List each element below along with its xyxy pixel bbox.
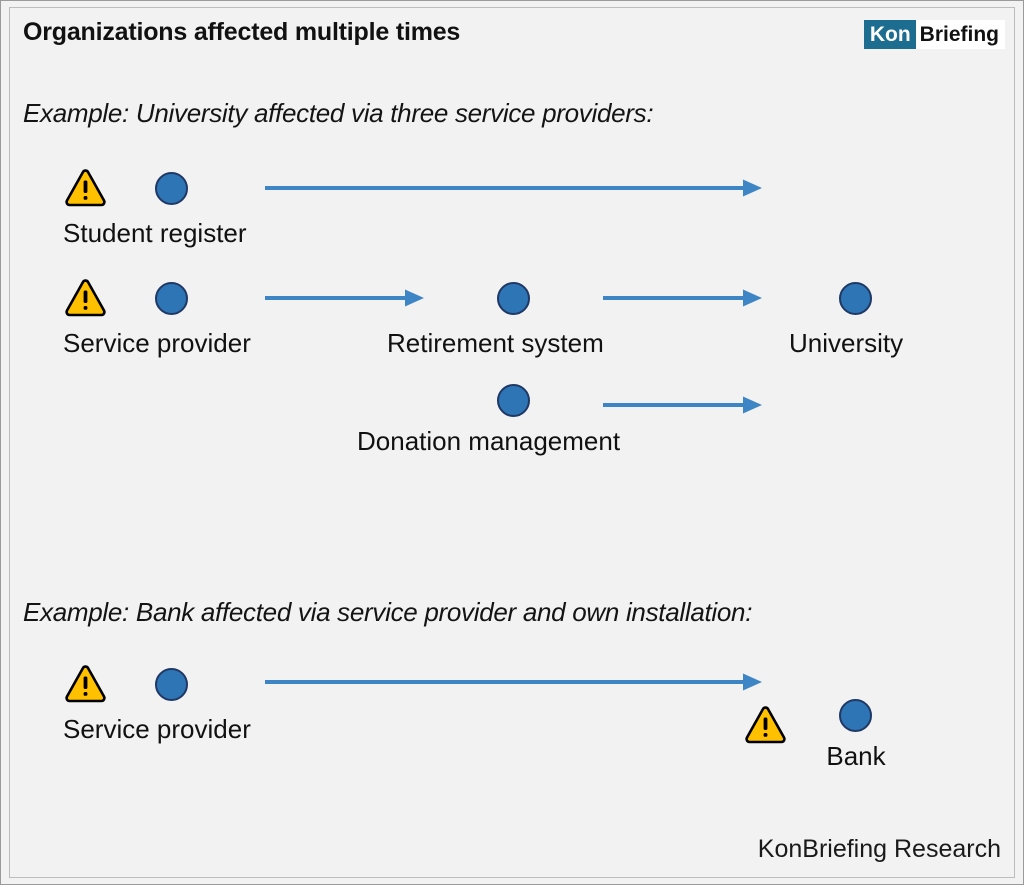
logo-briefing-text: Briefing bbox=[915, 20, 1005, 49]
node-label-service-provider-1: Service provider bbox=[63, 328, 251, 358]
logo-kon-text: Kon bbox=[863, 20, 916, 49]
node-retirement-system: Retirement system bbox=[387, 277, 639, 356]
arrow-student-register-to-university bbox=[265, 178, 763, 198]
node-label-retirement-system: Retirement system bbox=[387, 328, 604, 358]
circle-icon bbox=[155, 282, 188, 315]
node-label-donation-management: Donation management bbox=[357, 426, 621, 456]
arrow-retirement-system-to-university bbox=[603, 288, 763, 308]
page-title: Organizations affected multiple times bbox=[23, 18, 461, 46]
warning-icon bbox=[63, 278, 107, 318]
node-label-student-register: Student register bbox=[63, 218, 247, 248]
node-service-provider-2-icons bbox=[63, 663, 293, 707]
node-university: University bbox=[789, 277, 923, 356]
circle-icon bbox=[839, 699, 872, 732]
warning-icon bbox=[63, 664, 107, 704]
node-student-register-icons bbox=[63, 167, 293, 211]
circle-icon bbox=[155, 668, 188, 701]
node-label-university: University bbox=[789, 328, 904, 358]
warning-icon bbox=[63, 168, 107, 208]
circle-icon bbox=[155, 172, 188, 205]
node-donation-management: Donation management bbox=[357, 384, 667, 454]
circle-icon bbox=[497, 282, 530, 315]
node-service-provider-2: Service provider bbox=[63, 663, 293, 742]
warning-icon bbox=[743, 705, 787, 745]
arrow-service-provider-to-bank bbox=[265, 672, 763, 692]
node-service-provider-1: Service provider bbox=[63, 277, 293, 356]
circle-icon bbox=[497, 384, 530, 417]
node-label-service-provider-2: Service provider bbox=[63, 714, 251, 744]
section-caption-university: Example: University affected via three s… bbox=[23, 98, 654, 128]
node-bank: Bank bbox=[789, 699, 923, 769]
node-bank-icons bbox=[789, 699, 923, 733]
node-donation-management-icons bbox=[357, 384, 667, 418]
node-student-register: Student register bbox=[63, 167, 293, 246]
arrow-donation-management-to-university bbox=[603, 395, 763, 415]
section-caption-bank: Example: Bank affected via service provi… bbox=[23, 597, 753, 627]
circle-icon bbox=[839, 282, 872, 315]
node-university-icons bbox=[789, 277, 923, 321]
node-label-bank: Bank bbox=[826, 741, 886, 771]
node-retirement-system-icons bbox=[387, 277, 639, 321]
footer-credit: KonBriefing Research bbox=[757, 835, 1001, 863]
node-service-provider-1-icons bbox=[63, 277, 293, 321]
arrow-service-provider-to-retirement-system bbox=[265, 288, 425, 308]
